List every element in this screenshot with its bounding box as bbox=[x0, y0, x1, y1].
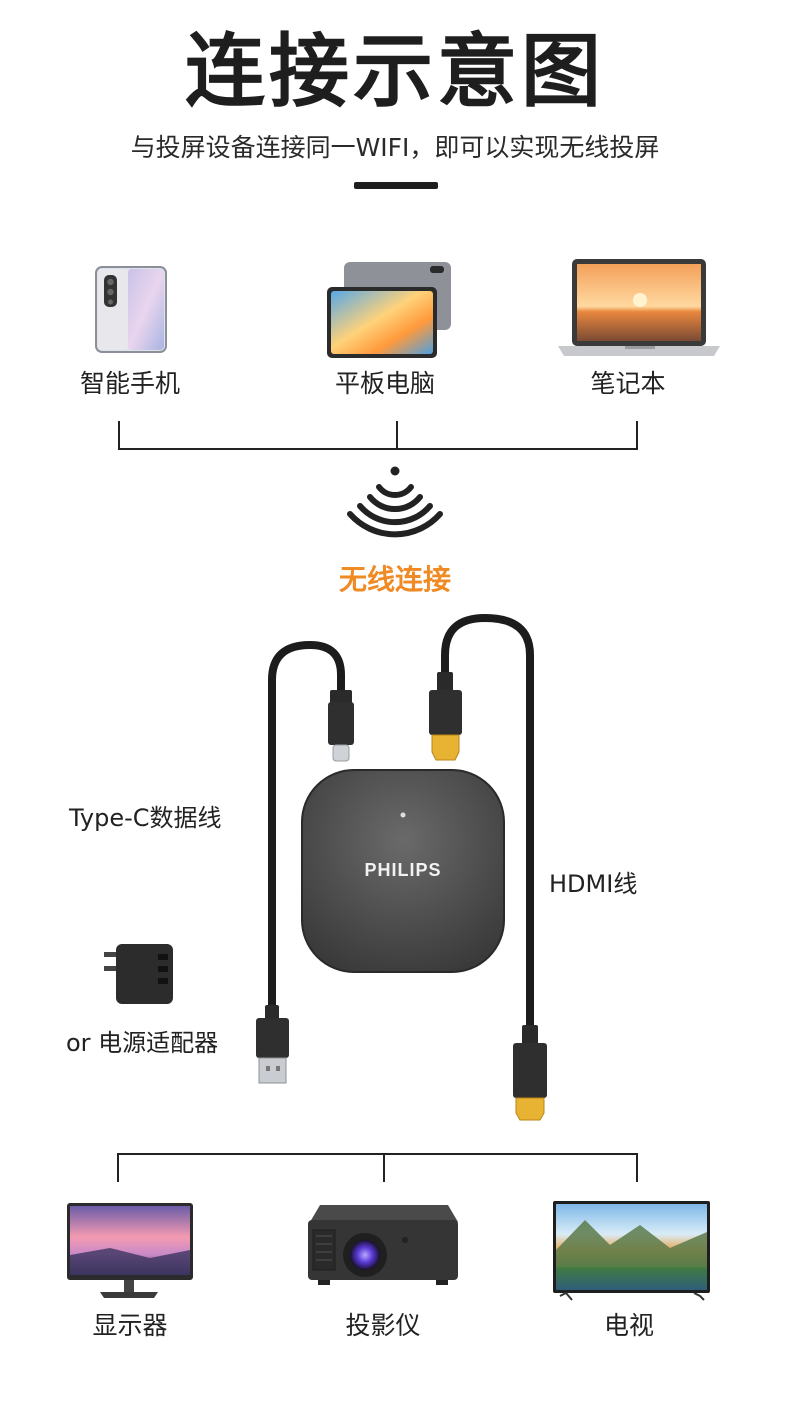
source-label-phone: 智能手机 bbox=[79, 369, 180, 398]
tv-icon bbox=[553, 1201, 710, 1301]
phone-icon bbox=[95, 266, 167, 353]
monitor-icon bbox=[67, 1203, 193, 1298]
hdmi-cable-label: HDMI线 bbox=[549, 870, 638, 898]
power-adapter-label: or 电源适配器 bbox=[66, 1029, 219, 1057]
output-bracket bbox=[117, 1153, 638, 1182]
typec-cable-label: Type-C数据线 bbox=[69, 804, 222, 832]
output-label-tv: 电视 bbox=[603, 1311, 654, 1340]
title-divider bbox=[354, 182, 438, 189]
wireless-label: 无线连接 bbox=[338, 563, 451, 596]
hdmi-cable bbox=[429, 613, 547, 1121]
projector-icon bbox=[308, 1205, 458, 1285]
wifi-signal-icon bbox=[347, 466, 443, 538]
source-label-laptop: 笔记本 bbox=[590, 369, 666, 398]
output-label-monitor: 显示器 bbox=[92, 1311, 168, 1340]
typec-cable bbox=[256, 640, 354, 1084]
philips-receiver bbox=[301, 769, 505, 973]
power-adapter-icon bbox=[104, 944, 173, 1004]
source-label-tablet: 平板电脑 bbox=[334, 369, 435, 398]
device-brand-logo: PHILIPS bbox=[364, 860, 442, 880]
page-title: 连接示意图 bbox=[185, 25, 605, 118]
tablet-icon bbox=[327, 262, 451, 358]
laptop-icon bbox=[558, 259, 720, 356]
page-subtitle: 与投屏设备连接同一WIFI，即可以实现无线投屏 bbox=[130, 133, 660, 162]
output-label-projector: 投影仪 bbox=[345, 1311, 421, 1340]
source-bracket bbox=[118, 421, 638, 450]
